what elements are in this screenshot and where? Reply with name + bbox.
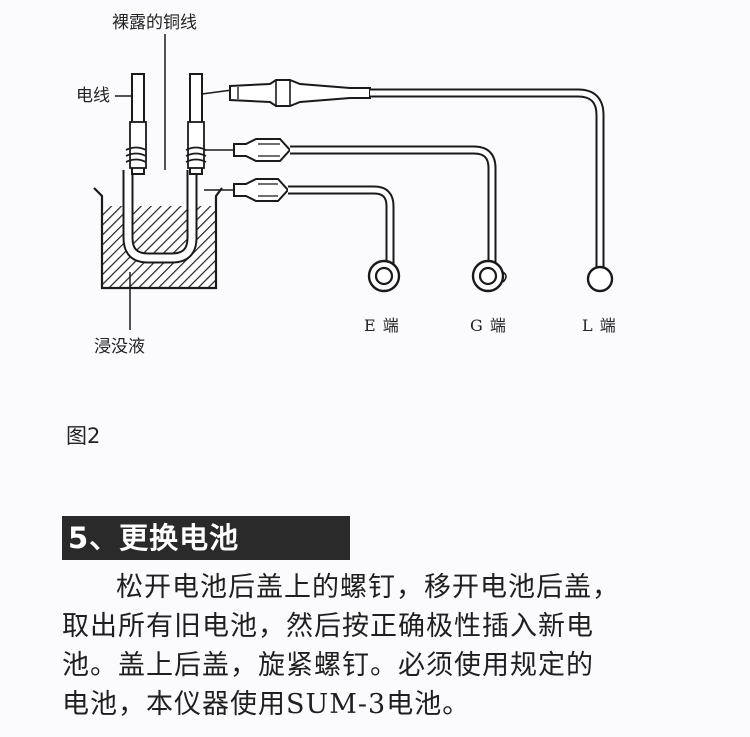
figure-caption: 图2: [66, 424, 101, 448]
terminal-g-label: G 端: [470, 316, 507, 335]
paragraph-line: 取出所有旧电池，然后按正确极性插入新电: [62, 611, 594, 642]
e-lead-cable: [288, 185, 395, 266]
l-lead-cable: [370, 88, 605, 274]
immersion-liquid-label: 浸没液: [94, 337, 145, 357]
paragraph-line: 池。盖上后盖，旋紧螺钉。必须使用规定的: [62, 650, 594, 681]
battery-instructions-paragraph: 松开电池后盖上的螺钉，移开电池后盖， 取出所有旧电池，然后按正确极性插入新电 池…: [62, 568, 702, 724]
paragraph-line: 松开电池后盖上的螺钉，移开电池后盖，: [116, 572, 620, 603]
beaker-outline: [93, 187, 223, 290]
terminal-e-label: E 端: [364, 316, 400, 335]
bare-copper-wire-label: 裸露的铜线: [112, 13, 197, 33]
terminal-g-icon: [471, 259, 507, 293]
u-shaped-wire: [115, 34, 207, 330]
terminal-l-label: L 端: [582, 316, 617, 335]
e-probe: [204, 178, 290, 202]
wire-label: 电线: [76, 86, 110, 106]
section-heading-bar: 5、更换电池: [62, 516, 350, 560]
paragraph-line: 电池，本仪器使用SUM-3电池。: [62, 689, 471, 720]
section-heading: 5、更换电池: [68, 521, 240, 555]
l-probe: [201, 79, 371, 107]
terminal-e-icon: [367, 259, 401, 293]
immersion-liquid-fill: [102, 206, 216, 287]
wiring-diagram: [93, 34, 614, 330]
terminal-l-icon: [586, 265, 614, 293]
g-probe: [204, 138, 292, 162]
beaker: [93, 187, 223, 290]
